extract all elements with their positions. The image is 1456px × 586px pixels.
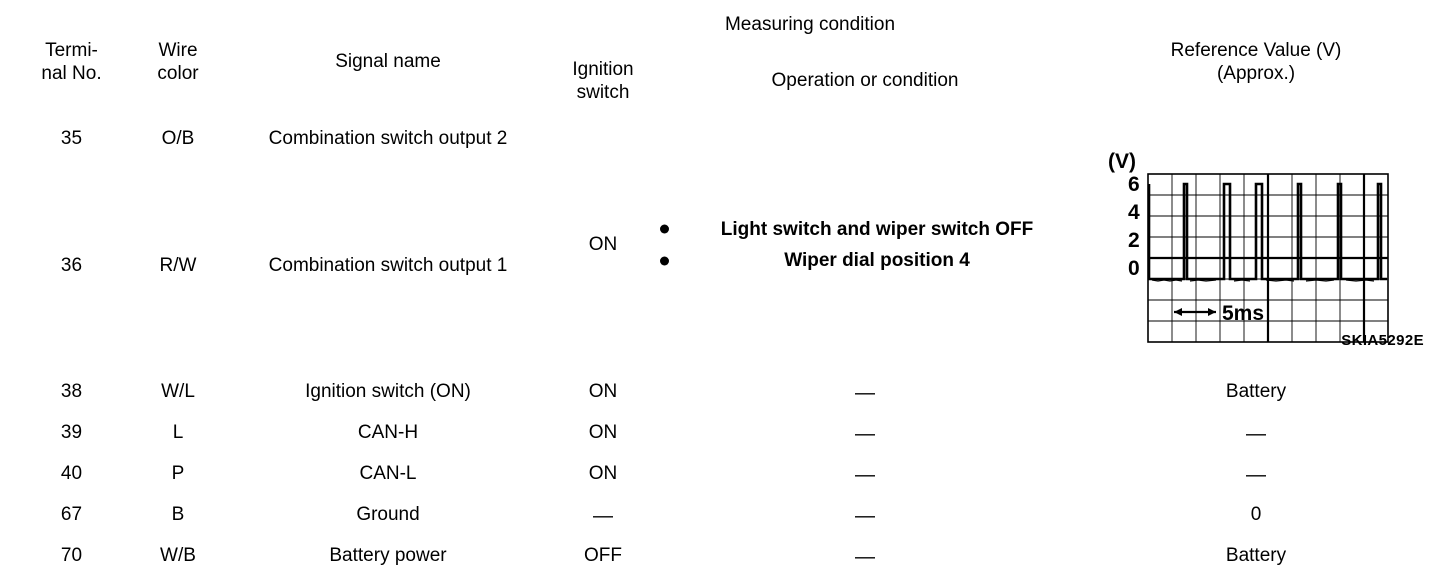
header-measuring-condition: Measuring condition — [548, 6, 1073, 44]
cell-signal-name: Ignition switch (ON) — [228, 372, 548, 413]
cell-terminal-no: 67 — [15, 495, 128, 536]
cell-reference-value: 0 — [1072, 495, 1441, 536]
header-row-top: Termi- nal No. Wire color Signal name Me… — [15, 6, 1441, 118]
cell-signal-name: Ground — [228, 495, 548, 536]
cell-operation-or-condition: — — [658, 372, 1073, 413]
cell-wire-color: L — [128, 413, 228, 454]
cell-reference-value-waveform: (V) 6 4 2 0 — [1072, 118, 1441, 372]
condition-bullet-list: Light switch and wiper switch OFF Wiper … — [658, 215, 1072, 276]
cell-terminal-no: 36 — [15, 160, 128, 372]
cell-wire-color: W/B — [128, 536, 228, 577]
header-reference-value: Reference Value (V) (Approx.) — [1072, 6, 1441, 118]
cell-terminal-no: 38 — [15, 372, 128, 413]
header-reference-value-line1: Reference Value (V) — [1170, 39, 1342, 61]
cell-ignition-switch: — — [548, 495, 658, 536]
header-terminal-no-line2: nal No. — [41, 63, 102, 84]
oscilloscope-waveform: (V) 6 4 2 0 — [1106, 146, 1406, 351]
cell-operation-or-condition: — — [658, 413, 1073, 454]
cell-reference-value: — — [1072, 454, 1441, 495]
header-wire-color-line1: Wire — [158, 39, 198, 61]
cell-signal-name: Battery power — [228, 536, 548, 577]
table-row: 39 L CAN-H ON — — — [15, 413, 1441, 454]
waveform-time-scale: 5ms — [1174, 302, 1264, 325]
figure-id: SKIA5292E — [1341, 331, 1425, 349]
cell-wire-color: W/L — [128, 372, 228, 413]
cell-ignition-switch: ON — [548, 372, 658, 413]
table-body: 35 O/B Combination switch output 2 ON Li… — [15, 118, 1441, 577]
cell-reference-value: Battery — [1072, 372, 1441, 413]
waveform-ytick-6: 6 — [1128, 173, 1140, 196]
cell-terminal-no: 40 — [15, 454, 128, 495]
cell-wire-color: R/W — [128, 160, 228, 372]
cell-terminal-no: 70 — [15, 536, 128, 577]
header-terminal-no-line1: Termi- — [45, 39, 98, 61]
cell-signal-name: Combination switch output 1 — [228, 160, 548, 372]
waveform-figure-container: (V) 6 4 2 0 — [1072, 138, 1440, 353]
cell-operation-or-condition: Light switch and wiper switch OFF Wiper … — [658, 118, 1073, 372]
waveform-unit-label: (V) — [1108, 150, 1136, 173]
cell-signal-name: Combination switch output 2 — [228, 118, 548, 160]
cell-reference-value: — — [1072, 413, 1441, 454]
terminal-specification-table: Termi- nal No. Wire color Signal name Me… — [15, 6, 1441, 577]
header-reference-value-line2: (Approx.) — [1216, 63, 1296, 84]
header-terminal-no: Termi- nal No. — [15, 6, 128, 118]
table-row: 38 W/L Ignition switch (ON) ON — Battery — [15, 372, 1441, 413]
table-row: 40 P CAN-L ON — — — [15, 454, 1441, 495]
table-header: Termi- nal No. Wire color Signal name Me… — [15, 6, 1441, 118]
header-signal-name: Signal name — [228, 6, 548, 118]
cell-wire-color: B — [128, 495, 228, 536]
cell-ignition-switch: ON — [548, 118, 658, 372]
table-row: 35 O/B Combination switch output 2 ON Li… — [15, 118, 1441, 372]
header-operation-or-condition: Operation or condition — [658, 44, 1073, 118]
waveform-svg: (V) 6 4 2 0 — [1108, 150, 1389, 343]
waveform-ytick-4: 4 — [1128, 201, 1140, 224]
header-row-sub: Ignition switch Operation or condition — [15, 44, 1440, 118]
header-ignition-switch-line1: Ignition — [572, 58, 634, 80]
cell-terminal-no: 35 — [15, 118, 128, 160]
cell-operation-or-condition: — — [658, 495, 1073, 536]
header-wire-color: Wire color — [128, 6, 228, 118]
cell-reference-value: Battery — [1072, 536, 1441, 577]
list-item: Light switch and wiper switch OFF — [658, 215, 1072, 244]
table-row: 70 W/B Battery power OFF — Battery — [15, 536, 1441, 577]
list-item: Wiper dial position 4 — [658, 246, 1072, 275]
cell-ignition-switch: OFF — [548, 536, 658, 577]
waveform-baseline-noise — [1151, 278, 1375, 282]
cell-signal-name: CAN-L — [228, 454, 548, 495]
cell-ignition-switch: ON — [548, 413, 658, 454]
cell-operation-or-condition: — — [658, 454, 1073, 495]
waveform-time-scale-label: 5ms — [1222, 302, 1264, 325]
table-row: 67 B Ground — — 0 — [15, 495, 1441, 536]
waveform-ytick-2: 2 — [1128, 229, 1140, 252]
header-ignition-switch: Ignition switch — [548, 44, 658, 118]
cell-terminal-no: 39 — [15, 413, 128, 454]
cell-ignition-switch: ON — [548, 454, 658, 495]
waveform-ytick-0: 0 — [1128, 257, 1140, 280]
cell-wire-color: P — [128, 454, 228, 495]
header-ignition-switch-line2: switch — [576, 82, 630, 103]
cell-operation-or-condition: — — [658, 536, 1073, 577]
waveform-trace — [1147, 182, 1388, 280]
cell-signal-name: CAN-H — [228, 413, 548, 454]
cell-wire-color: O/B — [128, 118, 228, 160]
table-row: 36 R/W Combination switch output 1 — [15, 160, 1440, 372]
header-wire-color-line2: color — [157, 63, 199, 84]
